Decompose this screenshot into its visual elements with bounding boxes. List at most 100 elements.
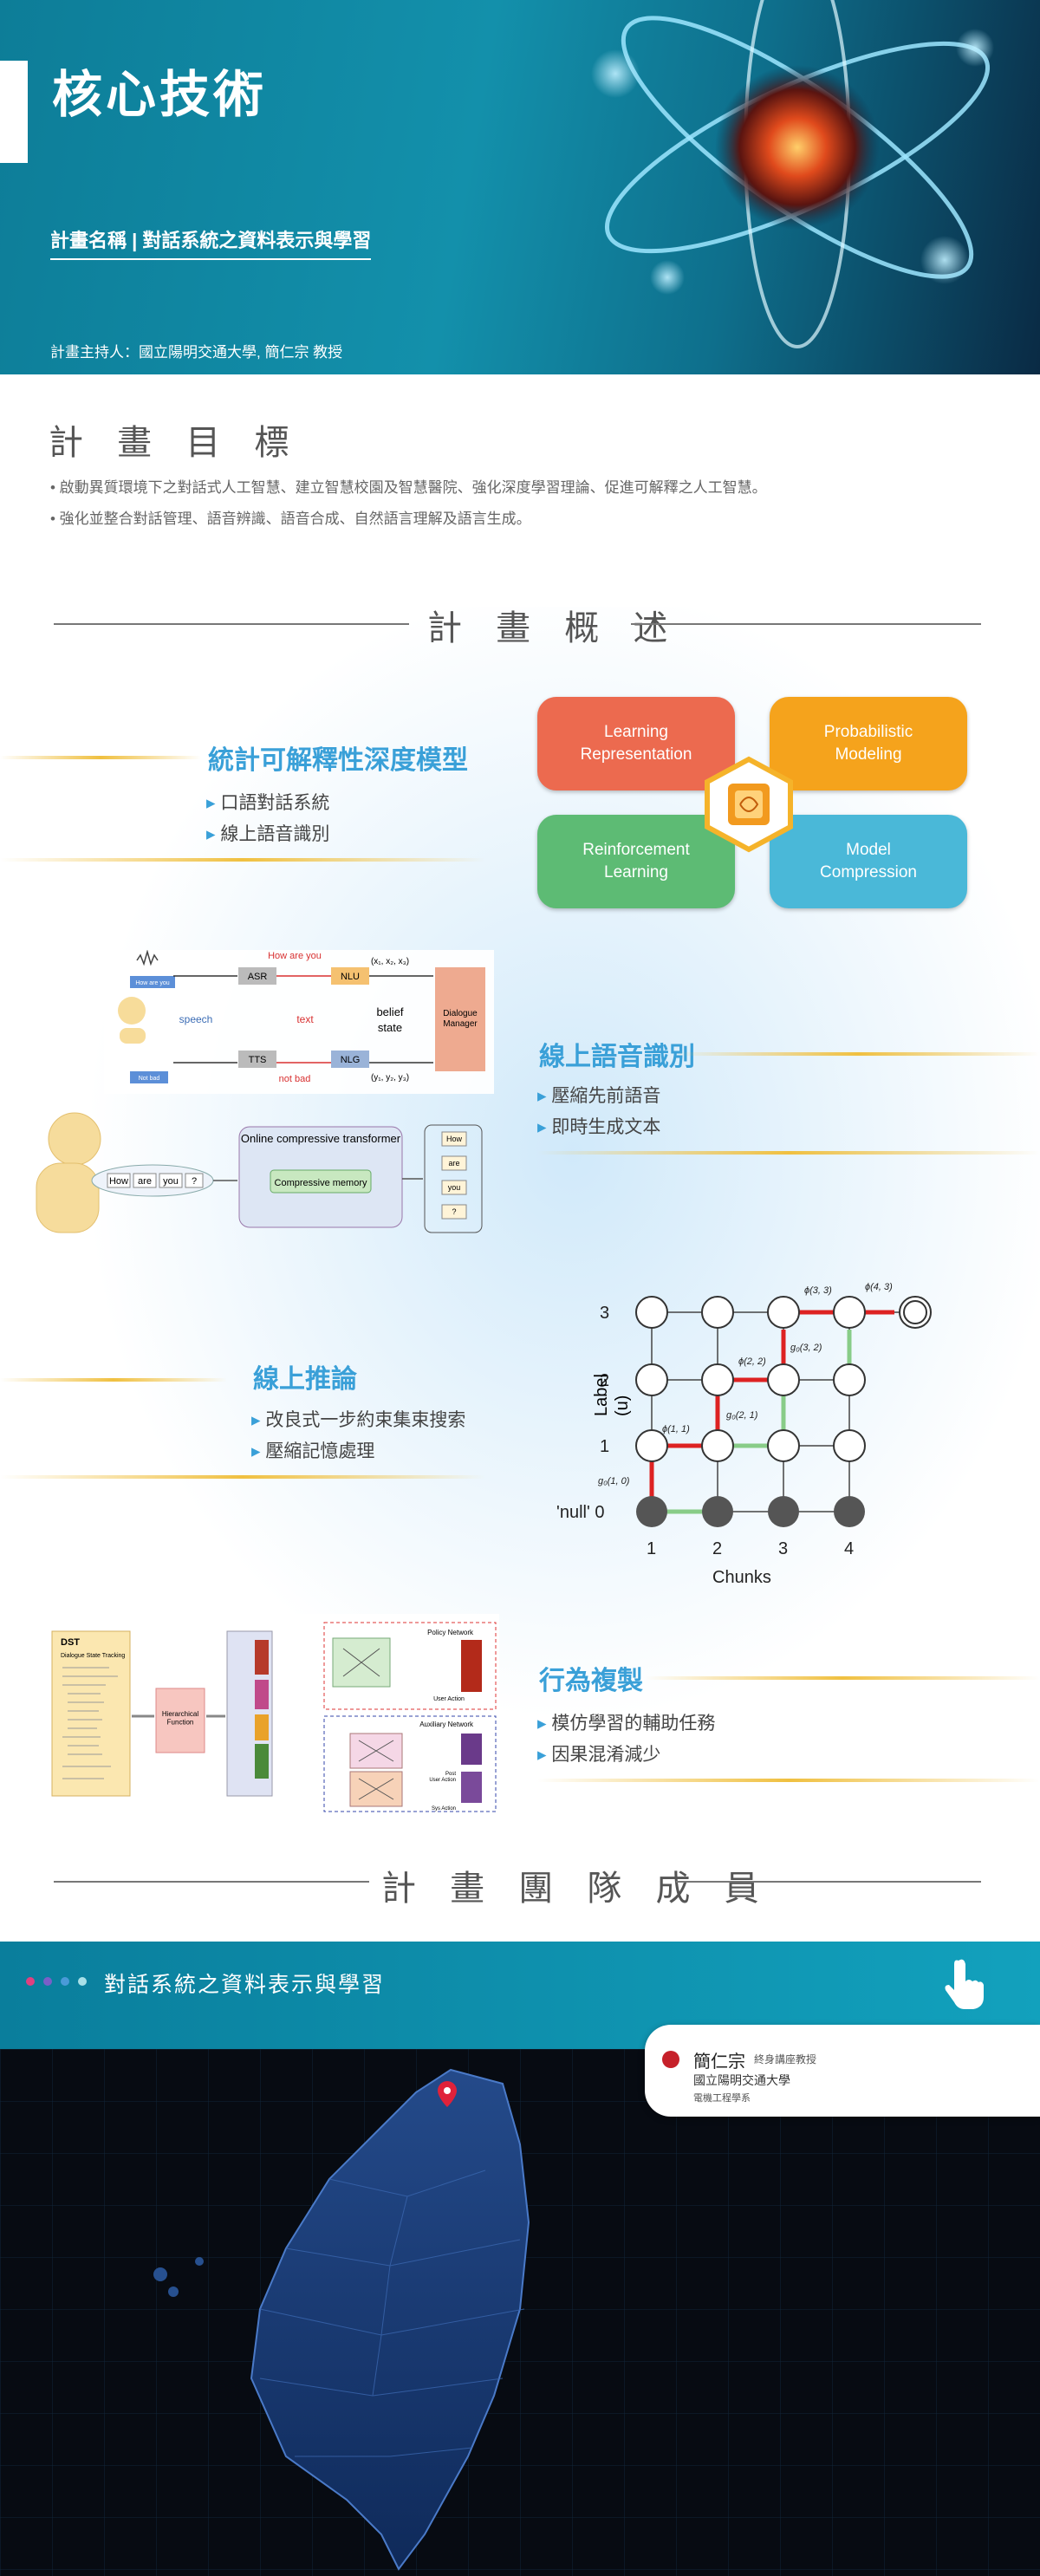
member-name: 簡仁宗	[693, 2052, 745, 2072]
svg-text:Online compressive transformer: Online compressive transformer	[241, 1132, 401, 1145]
lattice-ytick: 1	[600, 1437, 609, 1456]
svg-text:(x₁, x₂, x₃): (x₁, x₂, x₃)	[371, 957, 409, 966]
team-project-title: 對話系統之資料表示與學習	[104, 1973, 386, 1997]
page-title: 核心技術	[52, 67, 268, 123]
svg-text:NLG: NLG	[341, 1055, 361, 1065]
location-pin-icon[interactable]	[437, 2080, 458, 2108]
taiwan-map	[0, 2049, 1040, 2576]
svg-text:NLU: NLU	[341, 972, 360, 982]
feature-item: 壓縮記憶處理	[251, 1437, 374, 1463]
feature-title: 線上推論	[253, 1365, 357, 1394]
feature-title: 行為複製	[539, 1667, 643, 1695]
feature-accent-line	[0, 1475, 485, 1479]
feature-accent-line	[537, 1779, 1040, 1782]
svg-text:ASR: ASR	[248, 972, 268, 982]
lattice-ytick: 'null' 0	[556, 1503, 604, 1522]
svg-text:How are you: How are you	[268, 951, 322, 961]
lattice-xtick: 4	[844, 1539, 854, 1558]
feature-accent-line	[537, 1151, 1040, 1155]
hero-banner: 核心技術 計畫名稱 | 對話系統之資料表示與學習 計畫主持人：國立陽明交通大學,…	[0, 0, 1040, 374]
feature-item: 線上語音識別	[206, 820, 329, 846]
svg-text:g₀(1, 0): g₀(1, 0)	[598, 1476, 630, 1486]
feature-item: 壓縮先前語音	[537, 1082, 660, 1108]
svg-text:(y₁, y₂, y₃): (y₁, y₂, y₃)	[371, 1073, 409, 1083]
lattice-xtick: 2	[712, 1539, 722, 1558]
feature-title: 線上語音識別	[539, 1043, 695, 1071]
svg-text:ϕ(3, 3): ϕ(3, 3)	[804, 1285, 832, 1296]
feature-accent-line	[0, 756, 201, 759]
atom-illustration	[591, 0, 994, 348]
principal-investigator: 計畫主持人：國立陽明交通大學, 簡仁宗 教授	[50, 344, 343, 361]
map-area	[0, 2049, 1040, 2576]
svg-text:ϕ(4, 3): ϕ(4, 3)	[865, 1282, 893, 1292]
lattice-xtick: 3	[778, 1539, 788, 1558]
lattice-xlabel: Chunks	[712, 1568, 771, 1587]
member-dept: 電機工程學系	[693, 2093, 751, 2104]
objective-item: • 啟動異質環境下之對話式人工智慧、建立智慧校園及智慧醫院、強化深度學習理論、促…	[50, 479, 767, 496]
overview-heading: 計 畫 概 述	[427, 609, 680, 647]
svg-text:state: state	[378, 1021, 402, 1034]
divider	[631, 623, 981, 625]
svg-text:How: How	[446, 1135, 463, 1143]
member-card[interactable]: 簡仁宗 終身講座教授 國立陽明交通大學 電機工程學系	[645, 2025, 1040, 2117]
objectives-heading: 計 畫 目 標	[49, 424, 302, 462]
feature-accent-line	[676, 1052, 1040, 1056]
member-title: 終身講座教授	[754, 2053, 817, 2065]
svg-text:Policy Network: Policy Network	[427, 1629, 474, 1636]
beam-search-lattice-diagram: 3 2 1 'null' 0 1 2 3 4 Chunks Label(u) ϕ…	[556, 1282, 932, 1587]
feature-item: 即時生成文本	[537, 1113, 660, 1139]
svg-text:ϕ(1, 1): ϕ(1, 1)	[662, 1424, 690, 1434]
svg-text:?: ?	[192, 1176, 197, 1187]
svg-text:ϕ(2, 2): ϕ(2, 2)	[738, 1356, 766, 1367]
svg-text:belief: belief	[376, 1005, 403, 1018]
svg-text:you: you	[163, 1176, 179, 1187]
divider	[54, 1881, 369, 1883]
feature-item: 模仿學習的輔助任務	[537, 1709, 715, 1735]
feature-item: 因果混淆減少	[537, 1740, 660, 1766]
feature-title: 統計可解釋性深度模型	[208, 746, 468, 775]
team-heading: 計 畫 團 隊 成 員	[381, 1870, 771, 1908]
svg-text:?: ?	[452, 1207, 456, 1216]
svg-text:Auxiliary Network: Auxiliary Network	[419, 1721, 474, 1728]
bubble-reinforcement-learning: Reinforcement Learning	[537, 815, 735, 908]
svg-text:are: are	[448, 1159, 459, 1168]
hero-accent-bar	[0, 61, 28, 163]
bubble-probabilistic-modeling: Probabilistic Modeling	[770, 697, 967, 790]
tap-hand-icon[interactable]	[943, 1955, 985, 2011]
svg-text:speech: speech	[179, 1013, 213, 1025]
compressive-transformer-diagram: How are you ? Online compressive transfo…	[36, 1112, 483, 1233]
behavior-cloning-diagram: DST Dialogue State Tracking Hierarchical…	[49, 1614, 499, 1815]
divider	[54, 623, 409, 625]
feature-item: 改良式一步約束集束搜索	[251, 1406, 465, 1432]
project-name: 計畫名稱 | 對話系統之資料表示與學習	[50, 225, 372, 260]
svg-text:text: text	[296, 1013, 314, 1025]
svg-text:Compressive memory: Compressive memory	[275, 1178, 367, 1188]
svg-text:How: How	[109, 1176, 128, 1187]
svg-text:Dialogue State Tracking: Dialogue State Tracking	[61, 1653, 125, 1659]
svg-text:Not bad: Not bad	[139, 1076, 160, 1082]
feature-accent-line	[0, 1378, 227, 1382]
svg-text:are: are	[138, 1176, 152, 1187]
bubble-learning-representation: Learning Representation	[537, 697, 735, 790]
feature-accent-line	[0, 858, 485, 862]
svg-text:not bad: not bad	[279, 1074, 311, 1084]
lattice-ylabel: Label(u)	[592, 1374, 632, 1416]
member-org: 國立陽明交通大學	[693, 2073, 790, 2087]
svg-text:Sys Action: Sys Action	[432, 1806, 456, 1812]
feature-item: 口語對話系統	[206, 789, 329, 815]
lattice-xtick: 1	[647, 1539, 656, 1558]
svg-text:User Action: User Action	[433, 1696, 465, 1702]
member-marker-icon	[662, 2051, 679, 2068]
svg-text:TTS: TTS	[249, 1055, 267, 1065]
svg-text:you: you	[448, 1183, 461, 1192]
lattice-ytick: 3	[600, 1304, 609, 1323]
feature-accent-line	[645, 1676, 1040, 1680]
pager-dots[interactable]	[26, 1977, 87, 1986]
svg-text:g₀(3, 2): g₀(3, 2)	[790, 1343, 822, 1353]
svg-text:g₀(2, 1): g₀(2, 1)	[726, 1410, 758, 1421]
divider	[676, 1881, 981, 1883]
dialogue-system-diagram: How are you How are you ASR NLU (x₁, x₂,…	[104, 950, 494, 1094]
chip-brain-icon	[705, 756, 793, 853]
